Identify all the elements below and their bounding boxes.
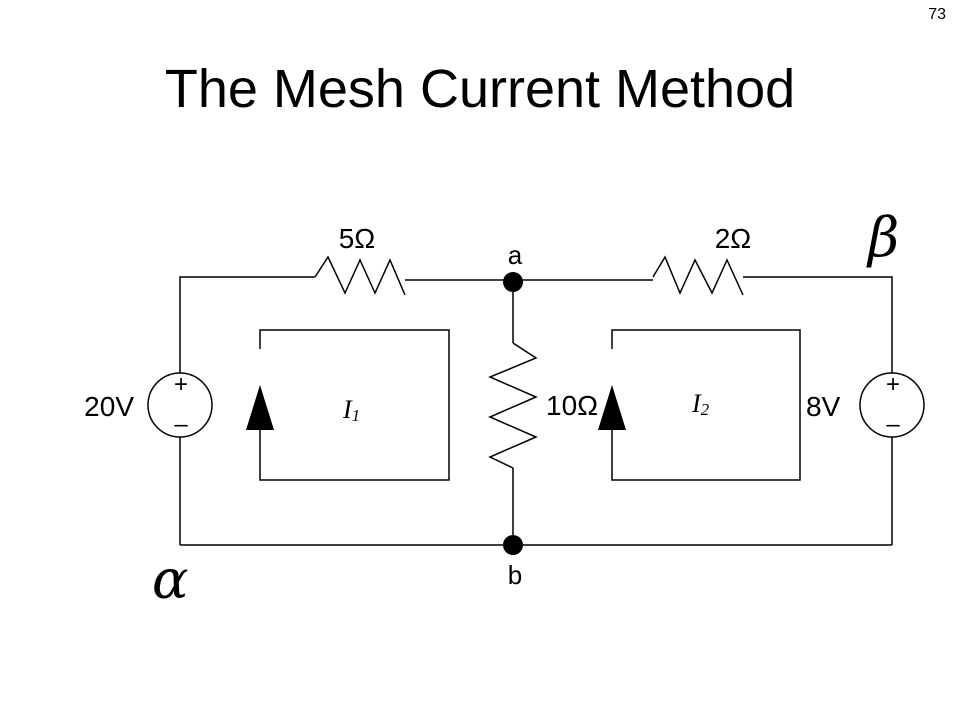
- resistor-5-label: 5Ω: [339, 223, 376, 254]
- resistor-5-ohm: [314, 255, 406, 296]
- voltage-source-left: [147, 372, 213, 438]
- mesh-1-symbol: I: [342, 395, 353, 424]
- mesh-2-label: I2: [691, 389, 710, 419]
- node-b-label: b: [508, 560, 522, 590]
- beta-label: β: [866, 206, 899, 269]
- resistor-2-ohm: [652, 255, 744, 296]
- resistor-10-label: 10Ω: [546, 390, 598, 421]
- resistor-2-label: 2Ω: [715, 223, 752, 254]
- wire-top-left: [179, 276, 315, 373]
- mesh-1-label: I1: [342, 395, 360, 425]
- source-left-plus: +: [174, 371, 188, 398]
- node-a-label: a: [508, 240, 523, 270]
- wire-top-right: [743, 276, 893, 373]
- mesh-2-symbol: I: [691, 389, 702, 418]
- source-right-label: 8V: [806, 391, 841, 422]
- alpha-label: α: [152, 548, 188, 611]
- mesh-2-subscript: 2: [701, 400, 710, 419]
- mesh-2-arrow: [598, 385, 626, 430]
- source-right-minus: –: [886, 411, 900, 438]
- page-number: 73: [928, 6, 946, 23]
- mesh-1-arrow: [246, 385, 274, 430]
- mesh-1-subscript: 1: [352, 406, 361, 425]
- source-right-plus: +: [886, 371, 900, 398]
- mesh-loop-1: [259, 329, 450, 481]
- node-b-dot: [503, 535, 523, 555]
- source-left-minus: –: [174, 411, 188, 438]
- mesh-loop-2: [611, 329, 801, 481]
- node-a-dot: [503, 272, 523, 292]
- slide-title: The Mesh Current Method: [164, 59, 796, 119]
- voltage-source-right: [859, 372, 925, 438]
- resistor-10-ohm: [488, 342, 538, 469]
- source-left-label: 20V: [84, 391, 134, 422]
